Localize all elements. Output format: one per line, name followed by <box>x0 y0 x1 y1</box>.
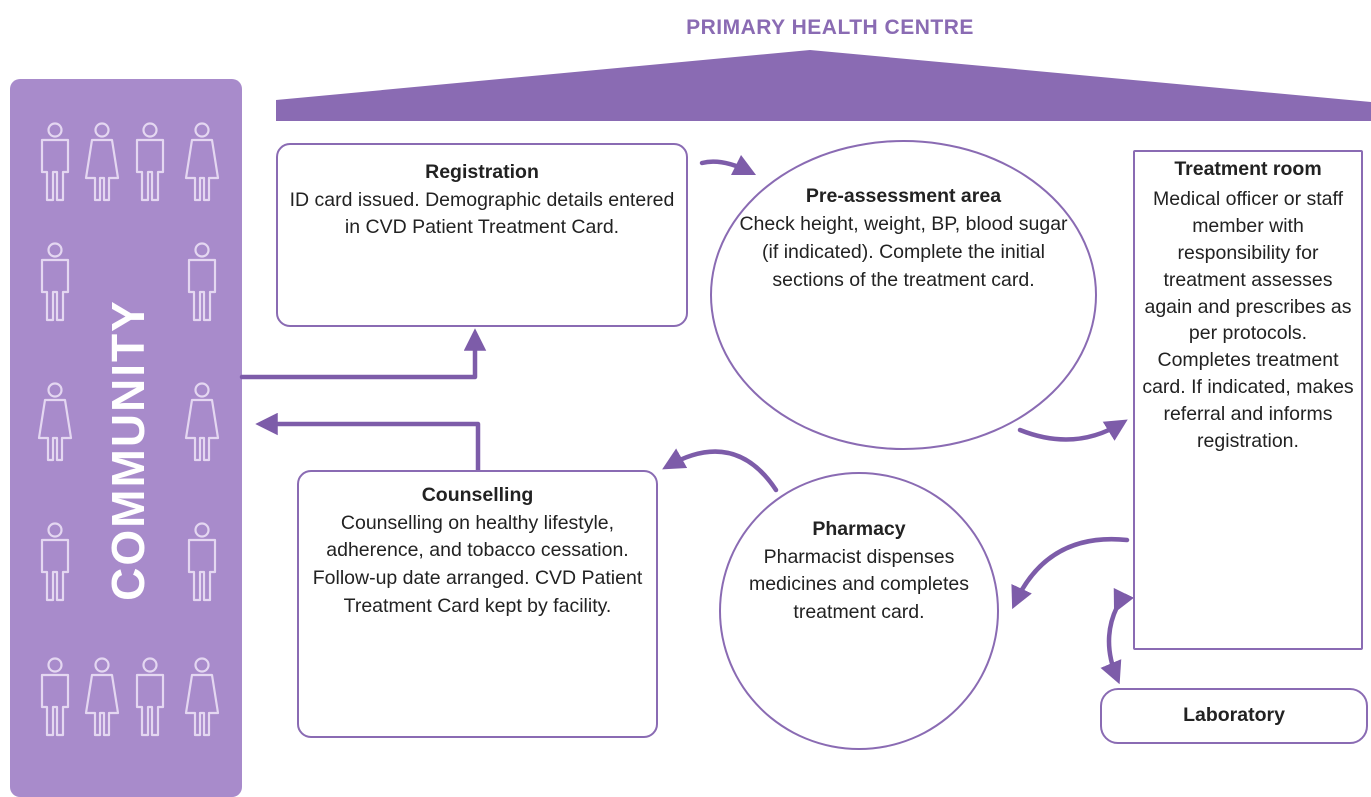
arrow-treatment-to-pharmacy <box>1011 536 1130 610</box>
roof-shape <box>276 50 1371 121</box>
pharmacy-heading: Pharmacy <box>812 518 906 540</box>
community-panel <box>10 79 242 797</box>
arrow-community-to-registration <box>239 328 487 380</box>
laboratory-heading: Laboratory <box>1183 704 1285 726</box>
pre-assessment-body: Check height, weight, BP, blood sugar (i… <box>739 213 1068 291</box>
treatment-room-heading: Treatment room <box>1174 158 1322 180</box>
registration-heading: Registration <box>425 161 539 183</box>
pre-assessment-heading: Pre-assessment area <box>805 185 1002 207</box>
primary-health-centre-title: PRIMARY HEALTH CENTRE <box>686 16 974 39</box>
treatment-room-body: Medical officer or staff member with res… <box>1142 187 1354 453</box>
counselling-heading: Counselling <box>421 484 534 506</box>
arrow-treatment-laboratory <box>1100 587 1134 685</box>
registration-box: Registration ID card issued. Demographic… <box>276 143 688 327</box>
arrow-registration-to-preassessment <box>699 154 757 176</box>
counselling-box: Counselling Counselling on healthy lifes… <box>297 470 658 738</box>
arrow-pharmacy-to-counselling <box>662 448 779 493</box>
pharmacy-ellipse: Pharmacy Pharmacist dispenses medicines … <box>719 472 999 750</box>
community-label: COMMUNITY <box>102 299 154 601</box>
arrow-preassessment-to-treatment <box>1017 419 1128 442</box>
counselling-body: Counselling on healthy lifestyle, adhere… <box>312 511 643 617</box>
pharmacy-body: Pharmacist dispenses medicines and compl… <box>748 545 970 624</box>
arrow-counselling-to-community <box>255 412 481 473</box>
registration-body: ID card issued. Demographic details ente… <box>289 188 675 239</box>
pre-assessment-ellipse: Pre-assessment area Check height, weight… <box>710 140 1097 450</box>
treatment-room-box: Treatment room Medical officer or staff … <box>1133 150 1363 650</box>
laboratory-box: Laboratory <box>1100 688 1368 744</box>
